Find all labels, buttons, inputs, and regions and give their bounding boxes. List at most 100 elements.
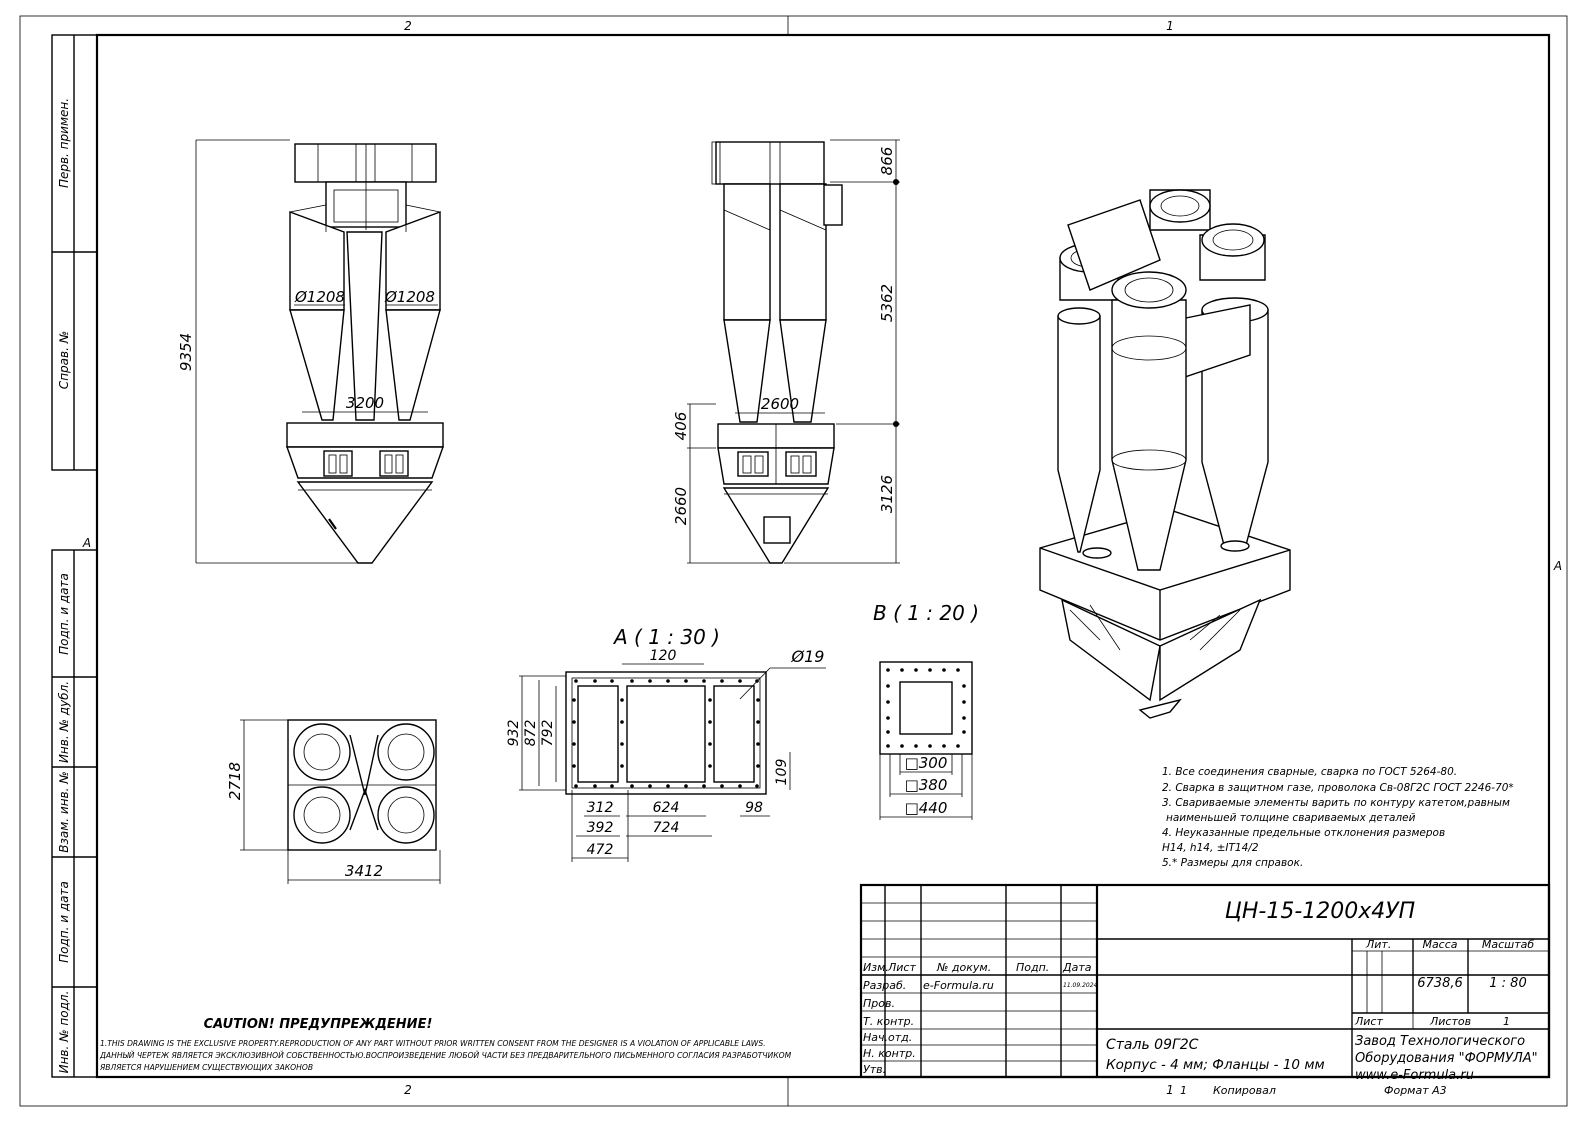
zone-bottom-2: 2 [404, 1083, 412, 1097]
dim-2718: 2718 [226, 762, 244, 800]
stamp-podp-data-1: Подп. и дата [57, 573, 71, 655]
zone-top-2: 2 [404, 19, 412, 33]
copy-num: 1 [1180, 1084, 1187, 1097]
dim-472: 472 [587, 842, 614, 858]
sheets-count: 1 [1503, 1015, 1510, 1028]
role-tkontr: Т. контр. [863, 1015, 914, 1028]
hdr-date: Дата [1062, 961, 1092, 974]
hdr-doc: № докум. [936, 961, 991, 974]
section-b-title: B ( 1 : 20 ) [873, 601, 979, 625]
org-line-2: Оборудования "ФОРМУЛА" [1355, 1051, 1538, 1066]
sheet-label: Лист [1354, 1015, 1383, 1028]
developer-name: e-Formula.ru [923, 979, 994, 992]
dim-866: 866 [878, 147, 896, 176]
hdr-podp: Подп. [1016, 961, 1049, 974]
scale-value: 1 : 80 [1489, 976, 1526, 991]
side-stamp-column: Перв. примен. Справ. № Подп. и дата Инв.… [51, 34, 98, 1078]
dim-624: 624 [653, 800, 680, 816]
front-bunker-frame [286, 446, 444, 479]
front-hopper-cone [296, 481, 434, 564]
dim-932: 932 [506, 720, 522, 747]
dim-98: 98 [745, 800, 763, 816]
org-line-3: www.e-Formula.ru [1355, 1068, 1474, 1083]
lit-label: Лит. [1365, 938, 1391, 951]
hdr-izm: Изм. [863, 961, 889, 974]
caution-line-2: ДАННЫЙ ЧЕРТЕЖ ЯВЛЯЕТСЯ ЭКСКЛЮЗИВНОЙ СОБС… [99, 1051, 792, 1060]
dim-hole-19: Ø19 [791, 647, 825, 666]
front-top-outlet-box [294, 143, 437, 183]
dim-sq-300: □300 [905, 754, 948, 772]
material: Сталь 09Г2С [1106, 1037, 1199, 1053]
dim-sq-440: □440 [905, 799, 948, 817]
dim-406: 406 [672, 412, 690, 441]
dim-392: 392 [587, 820, 614, 836]
dim-sq-380: □380 [905, 776, 948, 794]
scale-label: Масштаб [1482, 938, 1534, 951]
dim-pitch-120: 120 [650, 648, 677, 664]
dim-872: 872 [523, 720, 539, 747]
zone-bottom-1: 1 [1166, 1083, 1174, 1097]
side-dimensions: 866 5362 3126 406 2660 2600 [672, 139, 900, 564]
dim-792: 792 [540, 720, 556, 747]
note-2: 2. Сварка в защитном газе, проволока Св-… [1162, 782, 1514, 794]
note-3b: наименьшей толщине свариваемых деталей [1166, 812, 1416, 824]
dim-724: 724 [653, 820, 680, 836]
side-view [711, 141, 843, 564]
format-label: Формат А3 [1384, 1084, 1447, 1097]
isometric-view [1039, 189, 1291, 719]
thickness: Корпус - 4 мм; Фланцы - 10 мм [1106, 1057, 1325, 1073]
front-view [286, 143, 444, 564]
zone-left-a: A [82, 536, 91, 550]
zone-right-a: A [1553, 559, 1562, 573]
front-cone-left [289, 309, 345, 421]
stamp-inv-podl: Инв. № подл. [57, 991, 71, 1074]
role-nkontr: Н. контр. [863, 1047, 916, 1060]
mass-label: Масса [1422, 938, 1457, 951]
front-center-pipe [346, 231, 383, 421]
sheets-label: Листов [1429, 1015, 1471, 1028]
role-prov: Пров. [863, 997, 895, 1010]
note-1: 1. Все соединения сварные, сварка по ГОС… [1162, 766, 1457, 778]
section-a-title: A ( 1 : 30 ) [612, 625, 720, 649]
caution-line-3: ЯВЛЯЕТСЯ НАРУШЕНИЕМ СУЩЕСТВУЮЩИХ ЗАКОНОВ [99, 1063, 313, 1072]
top-view [287, 719, 437, 851]
dim-dia-right: Ø1208 [384, 288, 435, 306]
dim-total-height: 9354 [177, 333, 195, 371]
stamp-podp-data-2: Подп. и дата [57, 881, 71, 963]
org-line-1: Завод Технологического [1355, 1034, 1525, 1049]
note-5: 5.* Размеры для справок. [1162, 857, 1303, 869]
zone-top-1: 1 [1166, 19, 1174, 33]
issue-date: 11.09.2024 [1063, 982, 1098, 989]
dim-2600: 2600 [761, 395, 799, 413]
dim-2660: 2660 [672, 487, 690, 525]
note-4: 4. Неуказанные предельные отклонения раз… [1162, 827, 1445, 839]
dim-312: 312 [587, 800, 614, 816]
stamp-inv-dubl: Инв. № дубл. [57, 681, 71, 763]
dim-109: 109 [774, 759, 790, 786]
dim-5362: 5362 [878, 284, 896, 322]
section-a: A ( 1 : 30 ) 120 Ø19 932 [506, 625, 826, 862]
technical-notes: 1. Все соединения сварные, сварка по ГОС… [1162, 766, 1514, 869]
designation: ЦН-15-1200х4УП [1225, 899, 1415, 924]
note-3: 3. Свариваемые элементы варить по контур… [1162, 797, 1510, 809]
hdr-list: Лист [887, 961, 916, 974]
front-dimensions: 9354 Ø1208 Ø1208 3200 [177, 139, 438, 564]
dim-3126: 3126 [878, 475, 896, 513]
caution-line-1: 1.THIS DRAWING IS THE EXCLUSIVE PROPERTY… [100, 1039, 766, 1048]
stamp-sprav-no: Справ. № [57, 331, 71, 389]
title-block: ЦН-15-1200х4УП Изм. Лист № докум. Подп. … [859, 883, 1551, 1083]
stamp-vzam-inv: Взам. инв. № [57, 771, 71, 852]
mass-value: 6738,6 [1417, 976, 1463, 991]
caution-block: CAUTION! ПРЕДУПРЕЖДЕНИЕ! 1.THIS DRAWING … [99, 1017, 792, 1072]
front-bunker-top [286, 422, 444, 448]
copied-label: Копировал [1213, 1084, 1276, 1097]
outer-border [19, 15, 1568, 1107]
note-4b: H14, h14, ±IT14/2 [1162, 842, 1259, 854]
section-b: B ( 1 : 20 ) □300 □380 □440 [873, 601, 979, 820]
role-utv: Утв. [863, 1063, 886, 1076]
stamp-perv-primen: Перв. примен. [57, 98, 71, 188]
top-dimensions: 2718 3412 [226, 719, 441, 884]
role-razrab: Разраб. [863, 979, 906, 992]
footer-marks: 1 Копировал Формат А3 [1180, 1084, 1447, 1097]
dim-3412: 3412 [345, 862, 383, 880]
